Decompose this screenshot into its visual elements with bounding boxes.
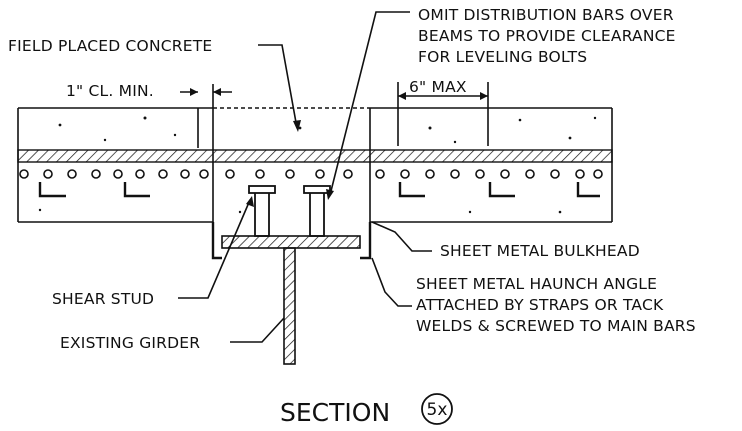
section-title: SECTION <box>280 398 390 427</box>
clear-min-dimension <box>180 84 232 108</box>
omit-bars-line-2: BEAMS TO PROVIDE CLEARANCE <box>418 27 676 45</box>
girder-web <box>283 247 296 365</box>
haunch-line-1: SHEET METAL HAUNCH ANGLE <box>416 275 657 293</box>
precast-slab-left <box>17 107 213 223</box>
leader-arrowheads <box>246 120 334 207</box>
section-tag-circle <box>421 393 453 425</box>
six-max-dimension <box>397 82 489 146</box>
precast-slab-right <box>370 107 613 223</box>
haunch-angle <box>211 222 372 260</box>
shear-stud-right <box>303 185 331 237</box>
concrete-aggregate <box>38 116 597 214</box>
haunch-line-2: ATTACHED BY STRAPS OR TACK <box>416 296 664 314</box>
hooked-bars <box>38 182 600 198</box>
clear-min-label: 1" CL. MIN. <box>66 82 154 100</box>
six-max-label: 6" MAX <box>409 78 467 96</box>
field-concrete-label: FIELD PLACED CONCRETE <box>8 37 212 55</box>
section-tag: 5x <box>427 400 448 420</box>
leader-lines <box>178 11 432 343</box>
omit-bars-line-1: OMIT DISTRIBUTION BARS OVER <box>418 6 674 24</box>
haunch-line-3: WELDS & SCREWED TO MAIN BARS <box>416 317 696 335</box>
rebar-row <box>19 169 603 179</box>
girder-label: EXISTING GIRDER <box>60 334 200 352</box>
shear-stud-label: SHEAR STUD <box>52 290 154 308</box>
shear-stud-left <box>248 185 276 237</box>
omit-bars-line-3: FOR LEVELING BOLTS <box>418 48 587 66</box>
bulkhead-label: SHEET METAL BULKHEAD <box>440 242 640 260</box>
reinforcing-band <box>17 149 613 163</box>
girder-top-flange <box>221 235 361 249</box>
